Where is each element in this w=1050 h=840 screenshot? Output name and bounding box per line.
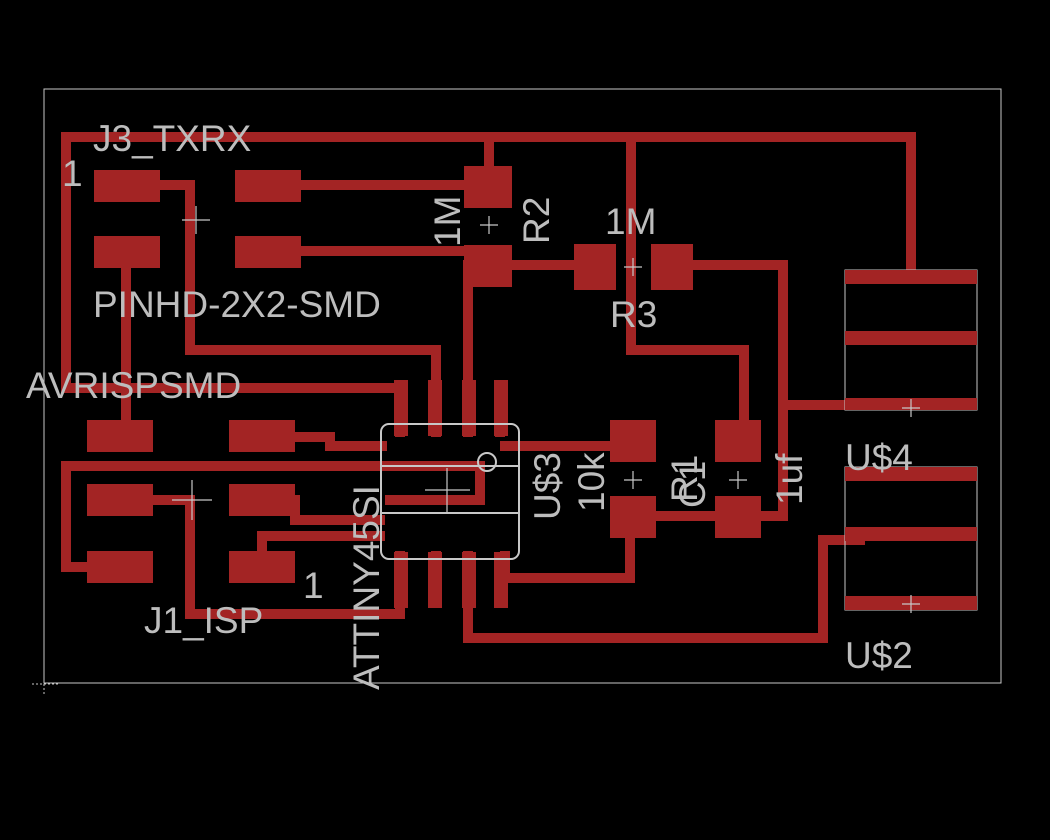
avr-value-label: AVRISPSMD	[26, 365, 241, 406]
u2-name-label: U$2	[845, 635, 913, 676]
origin-marker	[32, 672, 58, 696]
avr-isp-pads	[87, 420, 295, 583]
c1-pads	[715, 420, 761, 538]
board-outline	[43, 88, 1002, 684]
r1-value-label: 10k	[571, 452, 612, 512]
r2-pads	[464, 166, 512, 287]
c1-value-label: 1uf	[769, 453, 810, 505]
u3-pads	[394, 380, 508, 608]
j1-name-label: J1_ISP	[144, 600, 263, 641]
u3-name-label: U$3	[527, 452, 568, 520]
trace-j3-tx	[290, 246, 600, 270]
j3-value-label: PINHD-2X2-SMD	[93, 284, 381, 325]
j3-name-label: J3_TXRX	[93, 118, 251, 159]
j1-pin1-label: 1	[303, 565, 324, 606]
c1-name-label: C1	[672, 461, 713, 508]
component-origins	[172, 206, 920, 613]
trace-left-loop	[61, 461, 485, 572]
j3-pads	[94, 170, 301, 268]
j3-pin1-label: 1	[62, 153, 83, 194]
trace-bottom	[463, 535, 865, 643]
u3-outline	[380, 423, 520, 560]
u2-component	[844, 466, 978, 611]
u3-value-label: ATTINY45SI	[346, 485, 387, 690]
u4-name-label: U$4	[845, 437, 913, 478]
r2-value-label: 1M	[427, 196, 468, 247]
r3-value-label: 1M	[605, 201, 656, 242]
r2-name-label: R2	[516, 197, 557, 244]
r1-name-label: R1	[664, 455, 705, 502]
r3-pads	[574, 244, 693, 290]
u4-component	[844, 269, 978, 411]
r3-name-label: R3	[610, 294, 657, 335]
r1-pads	[610, 420, 656, 538]
trace-r3-right	[670, 260, 788, 521]
trace-vertical-r3	[626, 132, 749, 445]
trace-j3-pin1	[155, 180, 441, 437]
silkscreen-labels: J3_TXRX 1 PINHD-2X2-SMD 1M R2 1M R3 AVRI…	[26, 118, 913, 690]
